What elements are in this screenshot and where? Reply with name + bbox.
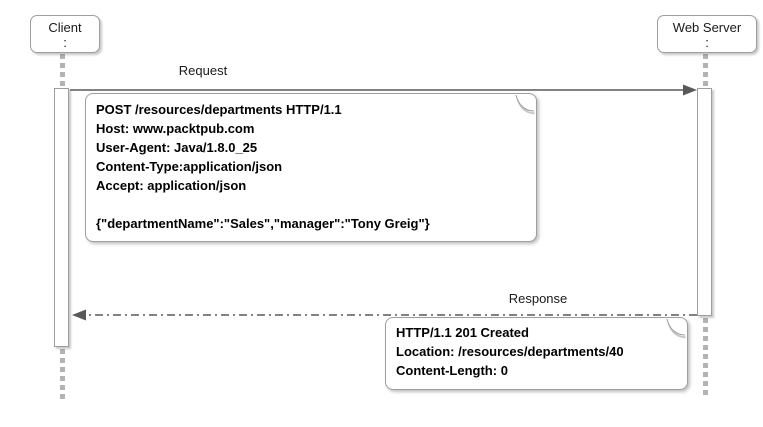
note-fold-icon [515, 95, 535, 115]
actor-client-label: Client [48, 20, 82, 35]
request-label: Request [178, 63, 228, 78]
actor-client: Client : [30, 15, 100, 53]
request-line: Accept: application/json [96, 178, 247, 193]
actor-web-server-colon: : [705, 35, 709, 50]
response-line: HTTP/1.1 201 Created [396, 325, 529, 340]
response-line: Location: /resources/departments/40 [396, 344, 624, 359]
response-note: HTTP/1.1 201 Created Location: /resource… [385, 317, 688, 390]
request-line: User-Agent: Java/1.8.0_25 [96, 140, 258, 155]
server-lifeline [703, 54, 708, 88]
request-line: POST /resources/departments HTTP/1.1 [96, 102, 342, 117]
client-lifeline [60, 349, 65, 402]
request-line: {"departmentName":"Sales","manager":"Ton… [96, 216, 430, 231]
note-fold-icon [666, 319, 686, 339]
actor-web-server: Web Server : [657, 15, 757, 53]
request-note: POST /resources/departments HTTP/1.1 Hos… [85, 93, 537, 242]
request-line: Host: www.packtpub.com [96, 121, 255, 136]
request-line-blank [96, 195, 536, 214]
request-line: Content-Type:application/json [96, 159, 283, 174]
server-lifeline [703, 318, 708, 395]
client-activation-bar [54, 88, 69, 347]
client-lifeline [60, 54, 65, 88]
actor-client-colon: : [63, 35, 67, 50]
actor-web-server-label: Web Server [672, 20, 742, 35]
response-line: Content-Length: 0 [396, 363, 508, 378]
response-label: Response [508, 291, 568, 306]
server-activation-bar [697, 88, 712, 316]
